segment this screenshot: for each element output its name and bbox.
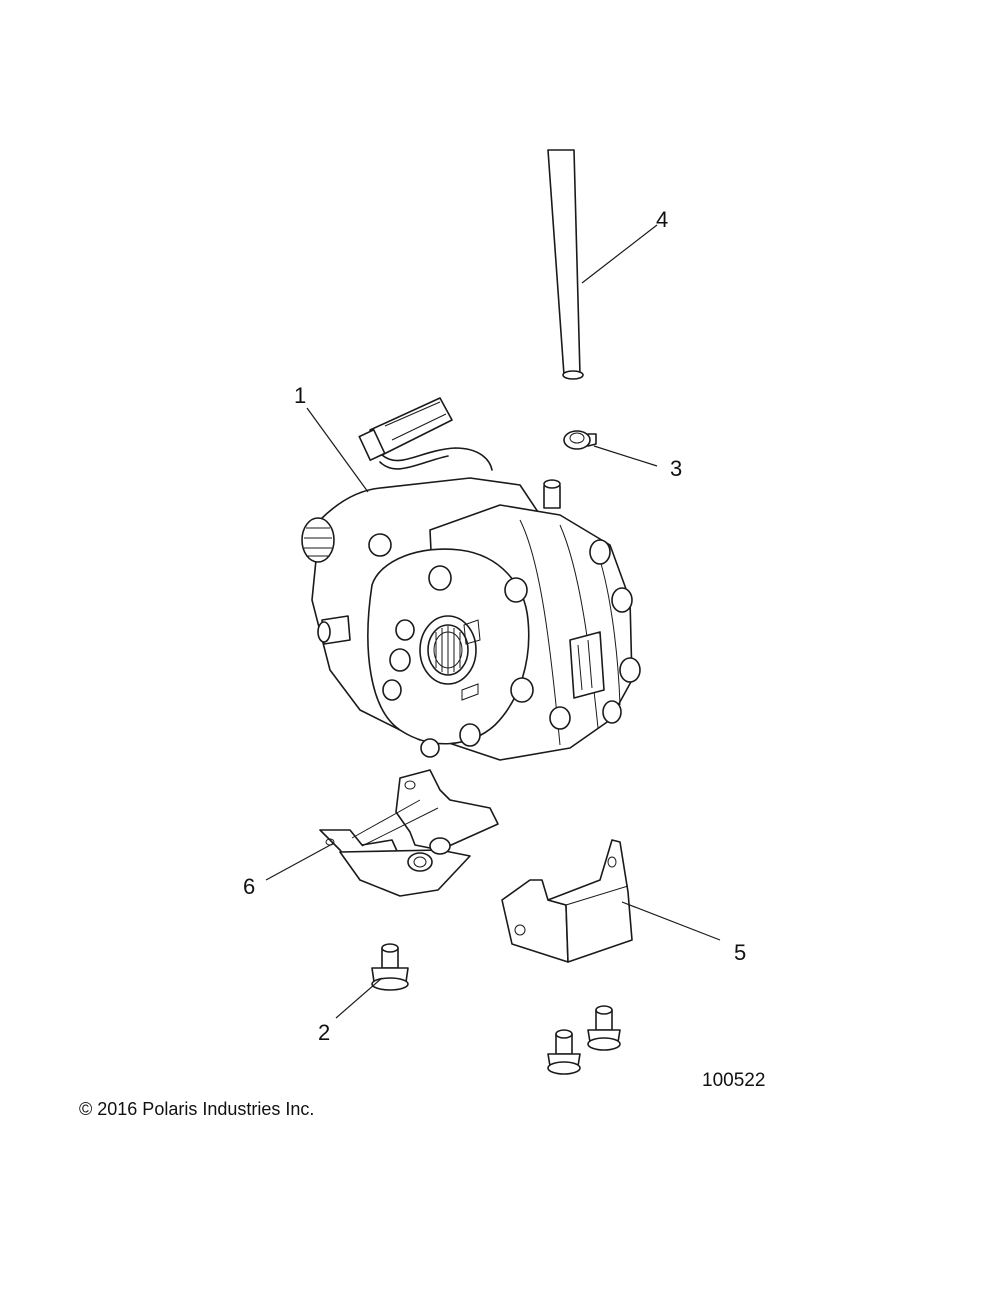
- copyright-notice: © 2016 Polaris Industries Inc.: [79, 1099, 315, 1119]
- callout-6: 6: [243, 874, 256, 899]
- callout-2: 2: [318, 1020, 331, 1045]
- callout-4: 4: [656, 207, 669, 232]
- figure-number: 100522: [702, 1070, 766, 1091]
- part-4-vent-hose: [547, 149, 584, 380]
- callout-5: 5: [734, 940, 747, 965]
- callout-3: 3: [670, 456, 683, 481]
- bolt-pair: [547, 1005, 621, 1075]
- part-1-gearcase: [301, 397, 641, 761]
- callout-1: 1: [294, 383, 307, 408]
- leader-lines: [265, 224, 721, 1019]
- part-5-rear-bracket: [501, 839, 633, 963]
- part-3-hose-clamp: [563, 430, 597, 450]
- part-2-bolt: [371, 943, 409, 991]
- part-6-front-bracket: [319, 769, 499, 897]
